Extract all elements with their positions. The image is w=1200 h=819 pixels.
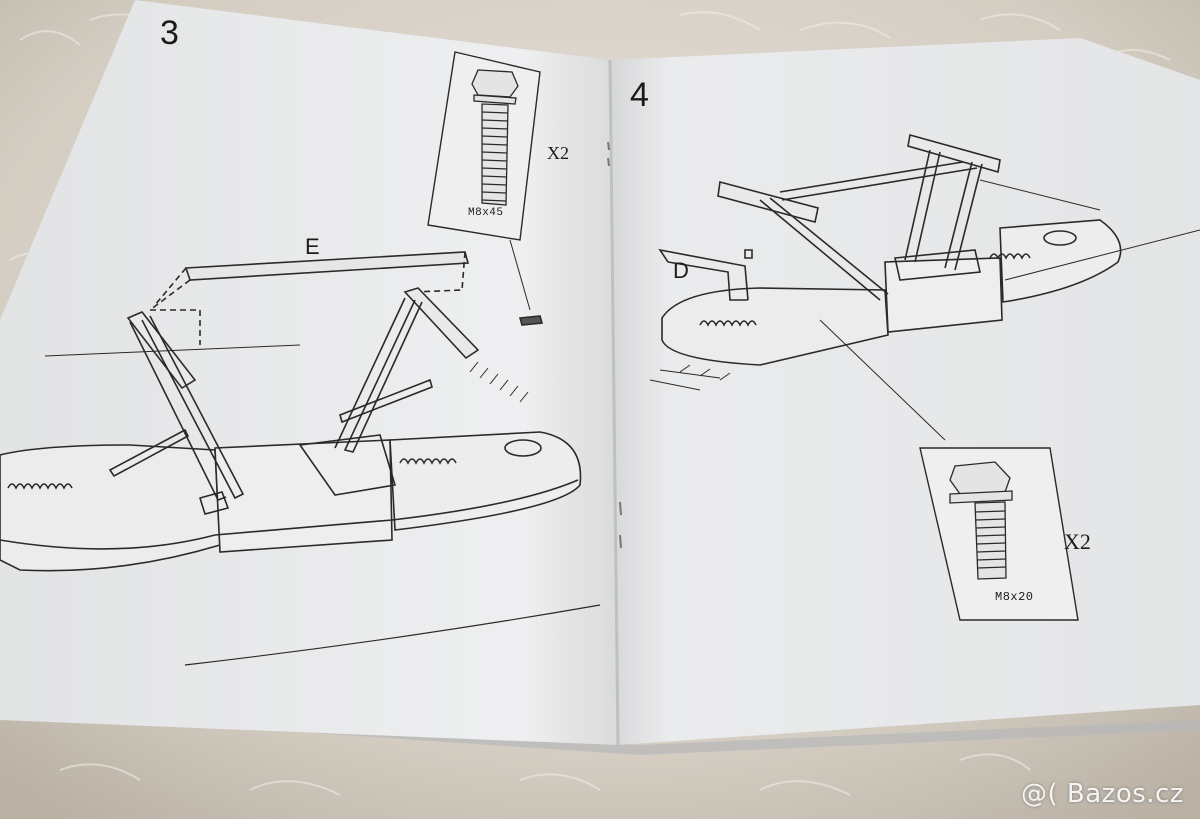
hex-bolt-icon (949, 461, 1013, 580)
bolt-size-right: M8x20 (995, 590, 1034, 604)
step4-illustration (649, 133, 1200, 441)
step-number-3: 3 (160, 14, 179, 52)
bolt-quantity-right: X2 (1064, 529, 1091, 554)
right-page (610, 38, 1200, 745)
step-number-4: 4 (630, 76, 649, 114)
hex-bolt-icon (471, 69, 519, 206)
step3-illustration (0, 239, 601, 666)
part-label-d: D (673, 258, 689, 283)
part-label-e: E (305, 234, 320, 259)
bazos-watermark: @( Bazos.cz (1021, 779, 1184, 809)
staple-marks (607, 141, 622, 549)
paper-stack-shadow (0, 700, 1200, 755)
booklet-spine (608, 59, 620, 746)
bolt-box-m8x45 (427, 51, 541, 241)
bolt-box-m8x20 (919, 447, 1079, 621)
bolt-quantity-left: X2 (547, 143, 569, 163)
bolt-size-left: M8x45 (468, 207, 504, 219)
